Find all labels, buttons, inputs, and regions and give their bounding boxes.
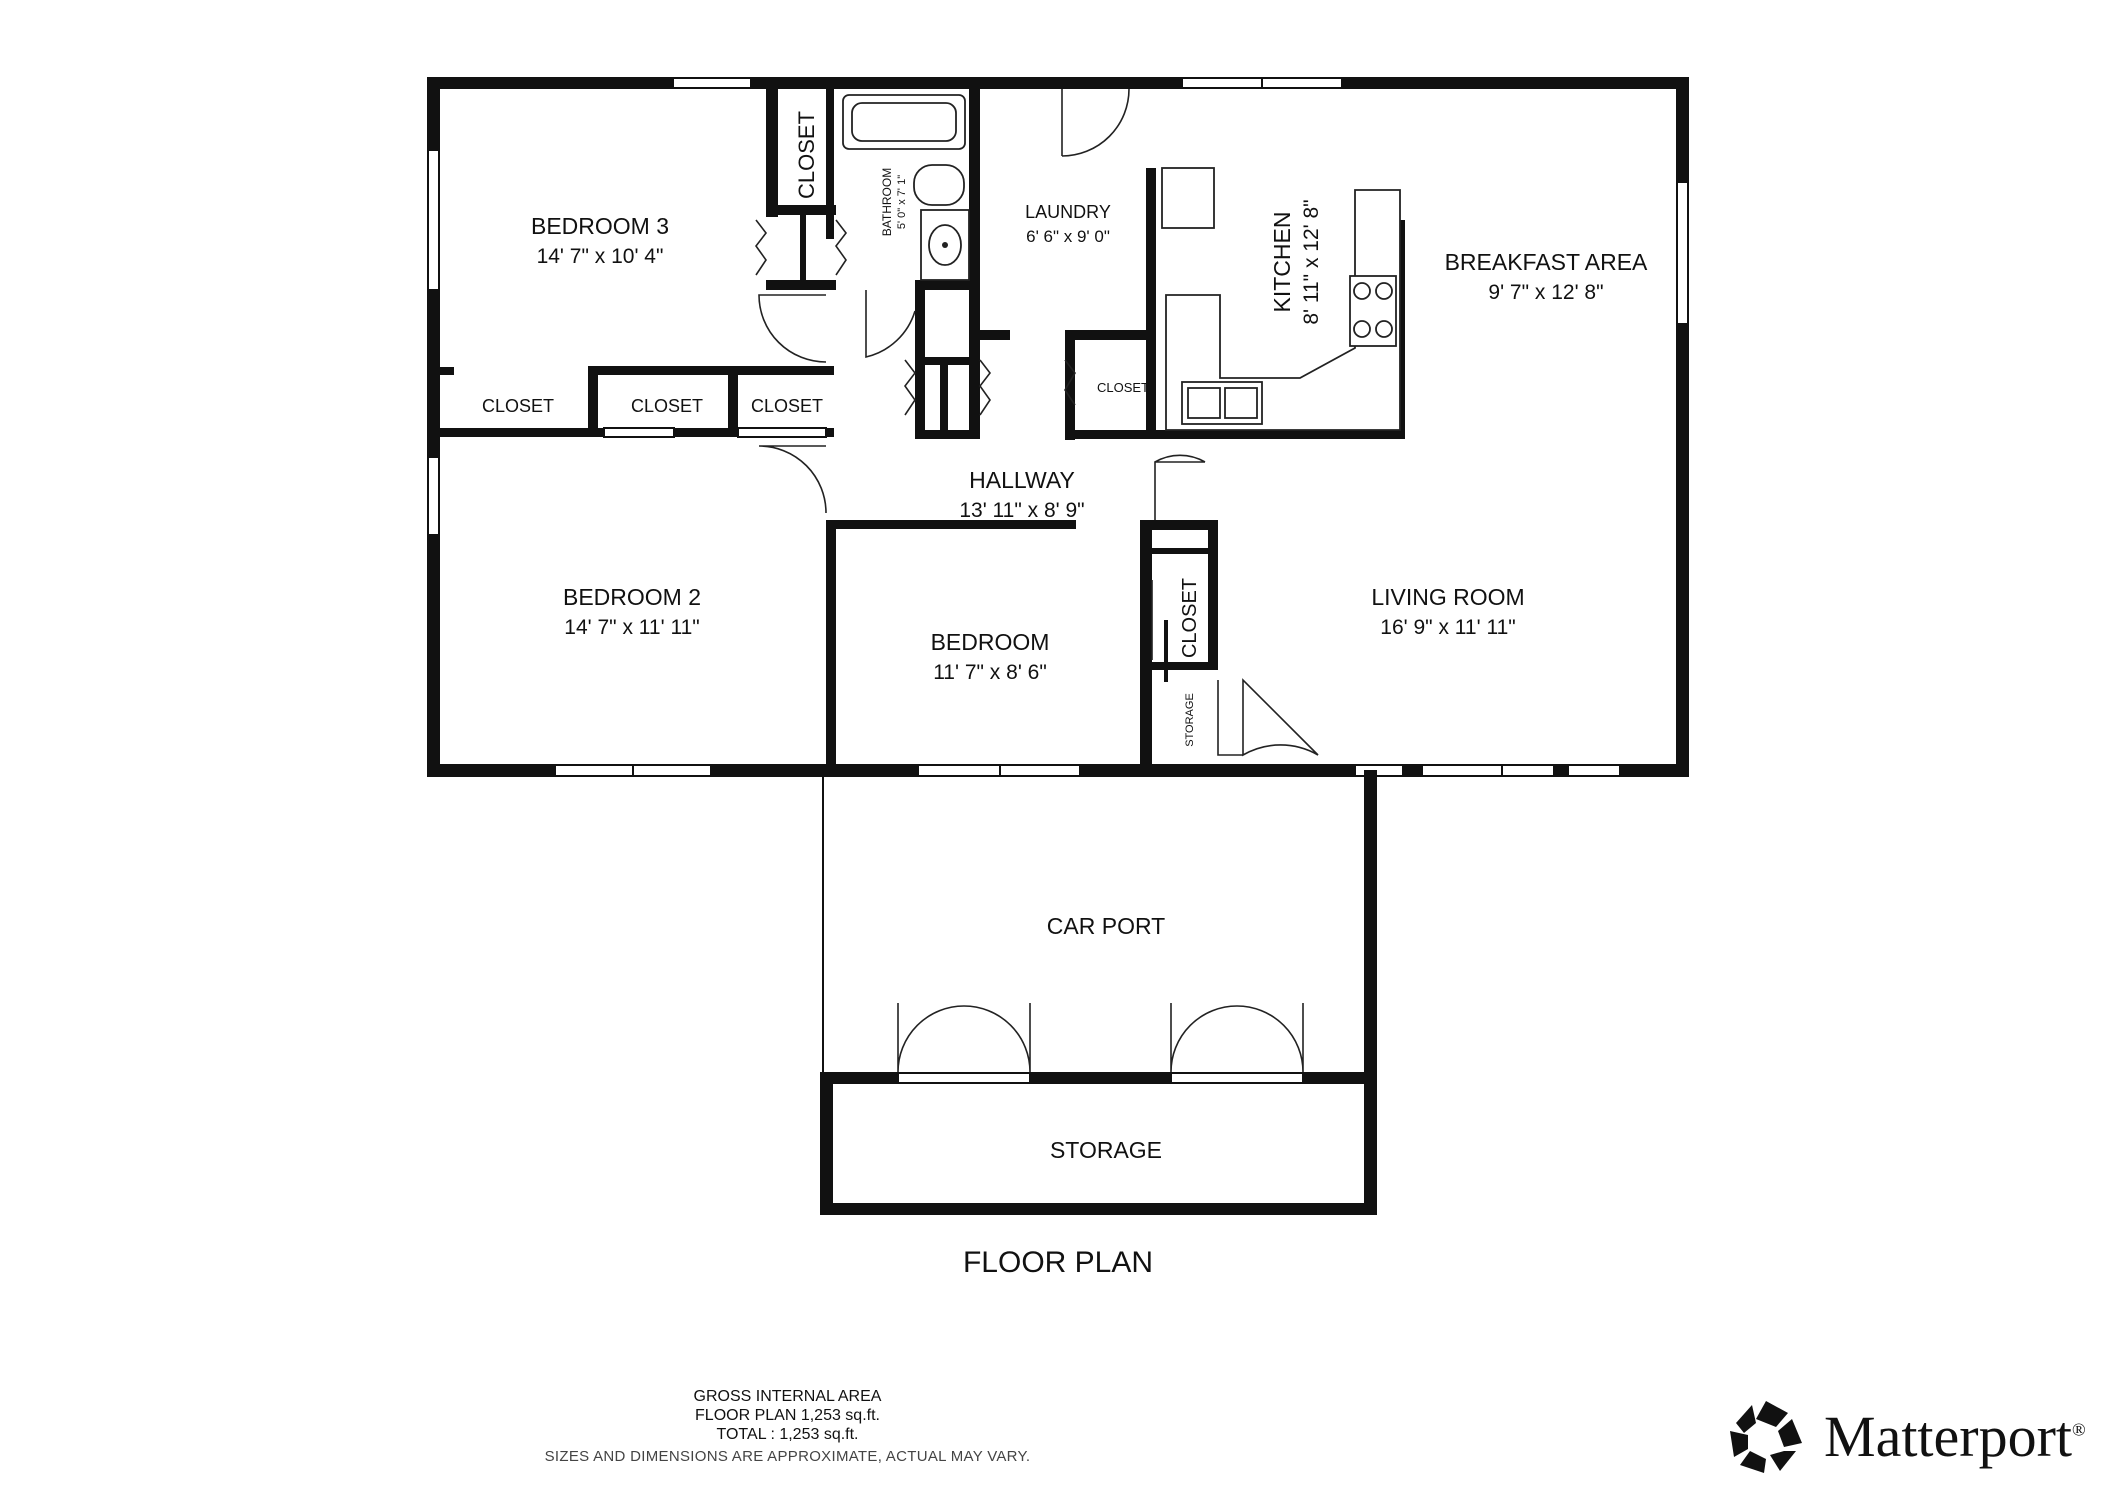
interior-walls — [427, 89, 1405, 777]
matterport-wordmark: Matterport® — [1824, 1403, 2086, 1470]
kitchen-counter — [1165, 189, 1401, 431]
closet-label: CLOSET — [1179, 578, 1201, 658]
bedroom3-dims: 14' 7" x 10' 4" — [537, 245, 664, 268]
kitchen-dims: 8' 11" x 12' 8" — [1300, 199, 1323, 324]
plan-title: FLOOR PLAN — [963, 1246, 1153, 1279]
closet-label: CLOSET — [794, 111, 819, 199]
footer-disclaimer: SIZES AND DIMENSIONS ARE APPROXIMATE, AC… — [544, 1448, 1031, 1465]
storage-name: STORAGE — [1050, 1137, 1162, 1163]
matterport-logo: Matterport® — [1726, 1397, 2106, 1477]
windows — [427, 77, 1689, 777]
living-dims: 16' 9" x 11' 11" — [1380, 616, 1515, 639]
closet-label: CLOSET — [751, 396, 823, 416]
living-name: LIVING ROOM — [1371, 584, 1524, 610]
bedroom-dims: 11' 7" x 8' 6" — [933, 661, 1047, 684]
breakfast-dims: 9' 7" x 12' 8" — [1488, 281, 1603, 304]
bedroom-name: BEDROOM — [931, 629, 1050, 655]
matterport-logo-icon — [1730, 1401, 1802, 1473]
closet-label: CLOSET — [631, 396, 703, 416]
storage-small-name: STORAGE — [1184, 693, 1196, 747]
hallway-dims: 13' 11" x 8' 9" — [959, 499, 1084, 522]
fixtures — [842, 94, 1401, 431]
fridge-icon — [1161, 167, 1215, 229]
footer-total-area: TOTAL : 1,253 sq.ft. — [716, 1426, 859, 1443]
footer-floor-plan-area: FLOOR PLAN 1,253 sq.ft. — [695, 1407, 880, 1424]
bedroom2-name: BEDROOM 2 — [563, 584, 701, 610]
kitchen-name: KITCHEN — [1269, 212, 1295, 313]
toilet-icon — [913, 164, 965, 206]
room-labels: BEDROOM 3 14' 7" x 10' 4" BEDROOM 2 14' … — [482, 111, 1648, 1279]
bathroom-name: BATHROOM — [880, 168, 894, 236]
laundry-dims: 6' 6" x 9' 0" — [1026, 227, 1110, 246]
breakfast-name: BREAKFAST AREA — [1445, 249, 1648, 275]
footer-gross-area: GROSS INTERNAL AREA — [693, 1388, 882, 1405]
carport-name: CAR PORT — [1047, 913, 1165, 939]
brand-name: Matterport — [1824, 1404, 2073, 1469]
hallway-name: HALLWAY — [969, 467, 1075, 493]
closet-label: CLOSET — [482, 396, 554, 416]
brand-registered-mark: ® — [2072, 1419, 2086, 1440]
laundry-name: LAUNDRY — [1025, 202, 1111, 222]
doors — [755, 88, 1319, 757]
closet-label: CLOSET — [1097, 380, 1149, 395]
bathroom-dims: 5' 0" x 7' 1" — [896, 175, 908, 229]
bedroom2-dims: 14' 7" x 11' 11" — [564, 616, 699, 639]
bedroom3-name: BEDROOM 3 — [531, 213, 669, 239]
carport-storage — [820, 770, 1377, 1215]
